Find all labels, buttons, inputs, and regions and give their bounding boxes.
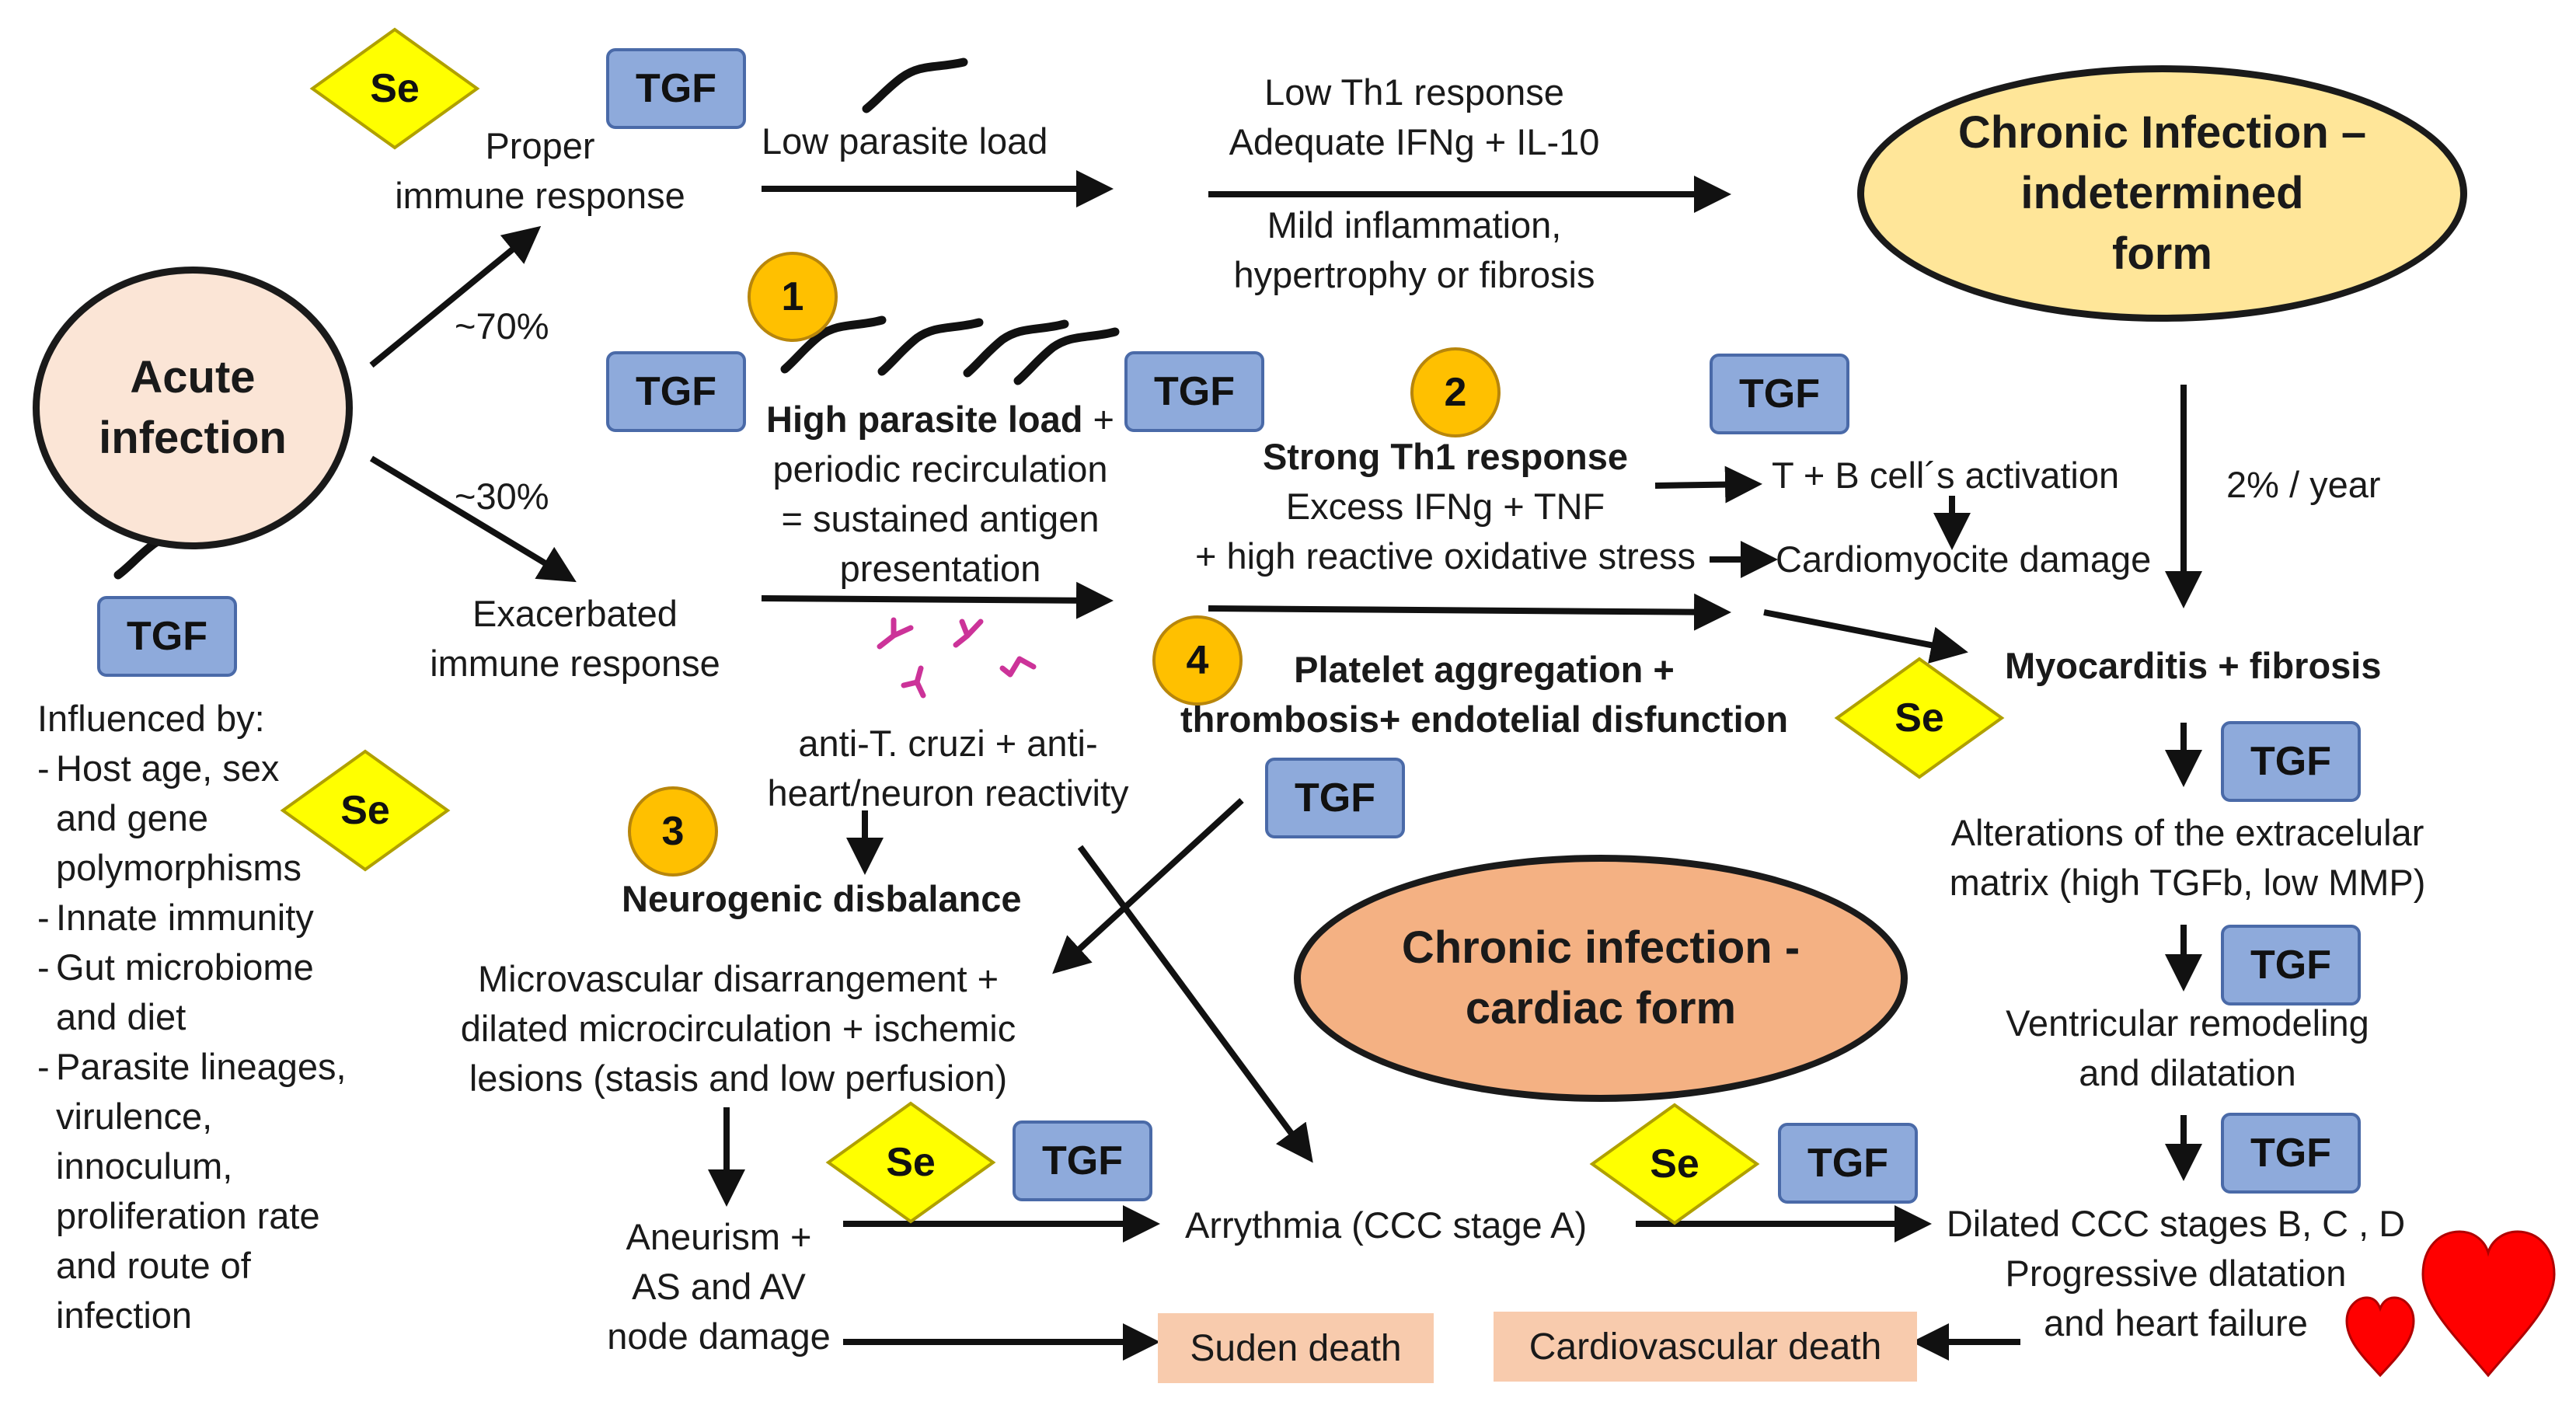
percent-70-label: ~70% [455, 305, 549, 347]
influence-item: - Innate immunity [37, 897, 314, 938]
influence-title: Influenced by: [37, 698, 265, 739]
selenium-diamond: Se [825, 1100, 996, 1225]
low-parasite-load: Low parasite load [762, 120, 1048, 162]
step-1-marker: 1 [748, 252, 838, 342]
microvascular-disarrangement: Microvascular disarrangement +dilated mi… [460, 958, 1016, 1099]
percent-30-label: ~30% [455, 476, 549, 517]
cardiovascular-death-box: Cardiovascular death [1494, 1312, 1917, 1382]
arrow-to-myocarditis [1763, 609, 1968, 664]
tgf-badge: TGF [1710, 354, 1849, 434]
heart-icon [2345, 1296, 2415, 1378]
tgf-badge: TGF [1013, 1120, 1152, 1201]
arrow-tgf-to-microvascular [1052, 798, 1244, 974]
parasite-icon [862, 58, 968, 113]
tgf-badge: TGF [606, 48, 746, 129]
selenium-diamond: Se [309, 26, 480, 151]
high-parasite-load: High parasite load + periodic recirculat… [766, 399, 1114, 589]
arrow-acute-to-proper [369, 225, 542, 368]
myocarditis-fibrosis: Myocarditis + fibrosis [2005, 645, 2382, 686]
influence-item: - Host age, sex and gene polymorphisms [37, 748, 302, 888]
excess-ifng: Excess IFNg + TNF+ high reactive oxidati… [1195, 486, 1696, 577]
parasite-icon [963, 319, 1069, 378]
step-3-marker: 3 [628, 786, 718, 877]
arrow-acute-to-exacerbated [369, 455, 577, 583]
selenium-diamond: Se [1589, 1102, 1760, 1226]
step-4-marker: 4 [1152, 615, 1243, 706]
step-2-marker: 2 [1410, 347, 1501, 437]
parasite-icon [877, 318, 984, 376]
tgf-badge: TGF [97, 596, 237, 677]
arrythmia: Arrythmia (CCC stage A) [1185, 1204, 1588, 1246]
tgf-badge: TGF [1124, 351, 1264, 432]
strong-th1-response: Strong Th1 response [1262, 436, 1629, 477]
influence-item: - Gut microbiome and diet [37, 946, 314, 1037]
selenium-diamond: Se [280, 748, 451, 873]
parasite-icon [780, 315, 887, 374]
antibody-icon [953, 619, 984, 648]
platelet-aggregation: Platelet aggregation +thrombosis+ endote… [1180, 649, 1789, 740]
neurogenic-disbalance: Neurogenic disbalance [622, 878, 1022, 919]
arrow-th1-to-platelet [1208, 593, 1731, 631]
tgf-badge: TGF [2221, 925, 2361, 1005]
parasite-icon [1013, 327, 1120, 385]
tgf-badge: TGF [2221, 721, 2361, 802]
tgf-badge: TGF [606, 351, 746, 432]
selenium-diamond: Se [1834, 656, 2005, 780]
influence-item: - Parasite lineages, virulence, innoculu… [37, 1046, 347, 1336]
antibody-icon [877, 617, 914, 650]
cardiomyocyte-damage: Cardiomyocite damage [1776, 538, 2152, 580]
chronic-cardiac-node: Chronic infection -cardiac form [1294, 855, 1908, 1102]
tgf-badge: TGF [2221, 1113, 2361, 1194]
sudden-death-box: Suden death [1158, 1313, 1434, 1383]
tgf-badge: TGF [1778, 1123, 1918, 1204]
anti-cruzi-reactivity: anti-T. cruzi + anti-heart/neuron reacti… [767, 723, 1129, 814]
rate-label: 2% / year [2226, 464, 2381, 505]
arrow-reactivity-to-arrythmia [1077, 845, 1313, 1163]
arrow-exacerbated-to-strong-th1 [761, 581, 1114, 619]
tgf-badge: TGF [1265, 758, 1405, 838]
influence-factors-list: Influenced by: - Host age, sex and gene … [37, 694, 347, 1340]
tb-cell-activation: T + B cell´s activation [1772, 455, 2120, 496]
arrow-to-tb-activation [1654, 465, 1762, 504]
mild-inflammation: Mild inflammation,hypertrophy or fibrosi… [1233, 204, 1595, 295]
heart-icon [2421, 1230, 2556, 1378]
antibody-icon [901, 665, 926, 699]
antibody-icon [999, 656, 1037, 678]
